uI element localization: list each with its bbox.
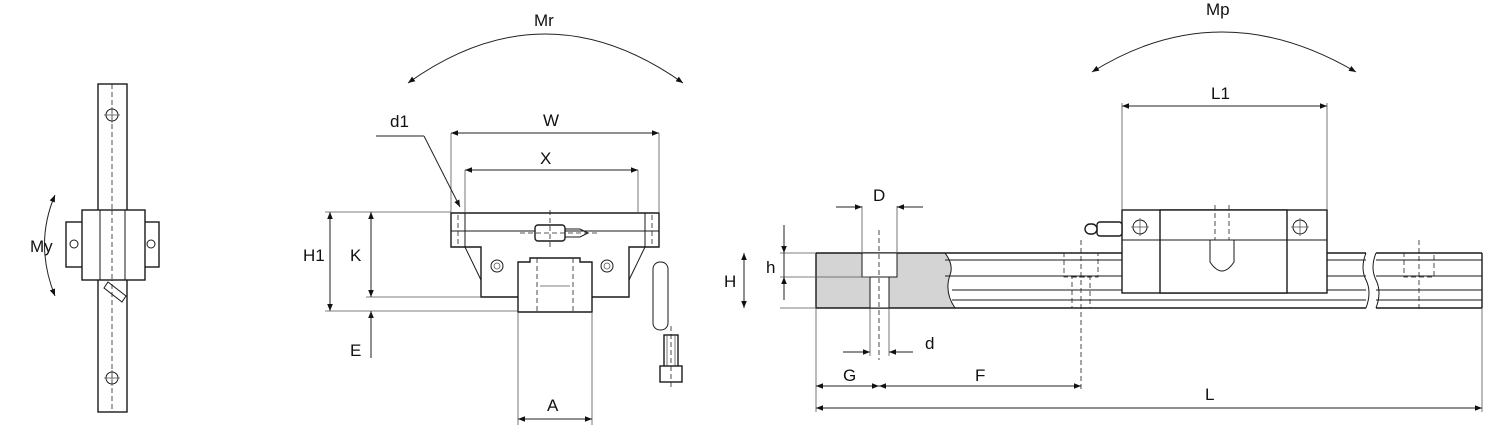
end-view: Mr — [303, 11, 684, 425]
l1-label: L1 — [1211, 84, 1230, 103]
carriage-end-view — [450, 212, 660, 298]
a-label: A — [547, 396, 559, 415]
mp-label: Mp — [1206, 0, 1230, 19]
f-label: F — [975, 366, 985, 385]
l-label: L — [1205, 385, 1214, 404]
rail-end-view — [517, 257, 593, 313]
h-lower-label: h — [766, 258, 775, 277]
d1-label: d1 — [390, 112, 409, 131]
w-label: W — [543, 111, 559, 130]
grease-nipple-icon — [1096, 221, 1123, 237]
e-label: E — [350, 341, 361, 360]
x-label: X — [540, 149, 551, 168]
d1-leader — [423, 135, 461, 208]
grease-port-icon — [1209, 240, 1235, 272]
h-upper-label: H — [724, 272, 736, 291]
d-upper-label: D — [873, 186, 885, 205]
bolt-hole-icon — [600, 259, 614, 273]
mr-label: Mr — [534, 11, 554, 30]
side-view: Mp — [724, 0, 1483, 412]
mp-moment-arrow — [1091, 31, 1357, 73]
slot-icon — [652, 261, 669, 331]
mr-moment-arrow — [407, 33, 684, 84]
top-view: My — [30, 83, 160, 413]
d-lower-label: d — [925, 334, 934, 353]
grease-nipple-icon — [103, 281, 127, 303]
my-moment-arrow — [44, 194, 56, 297]
k-label: K — [350, 246, 362, 265]
my-label: My — [30, 237, 53, 256]
bolt-hole-icon — [490, 259, 504, 273]
g-label: G — [843, 366, 856, 385]
h1-label: H1 — [303, 246, 325, 265]
